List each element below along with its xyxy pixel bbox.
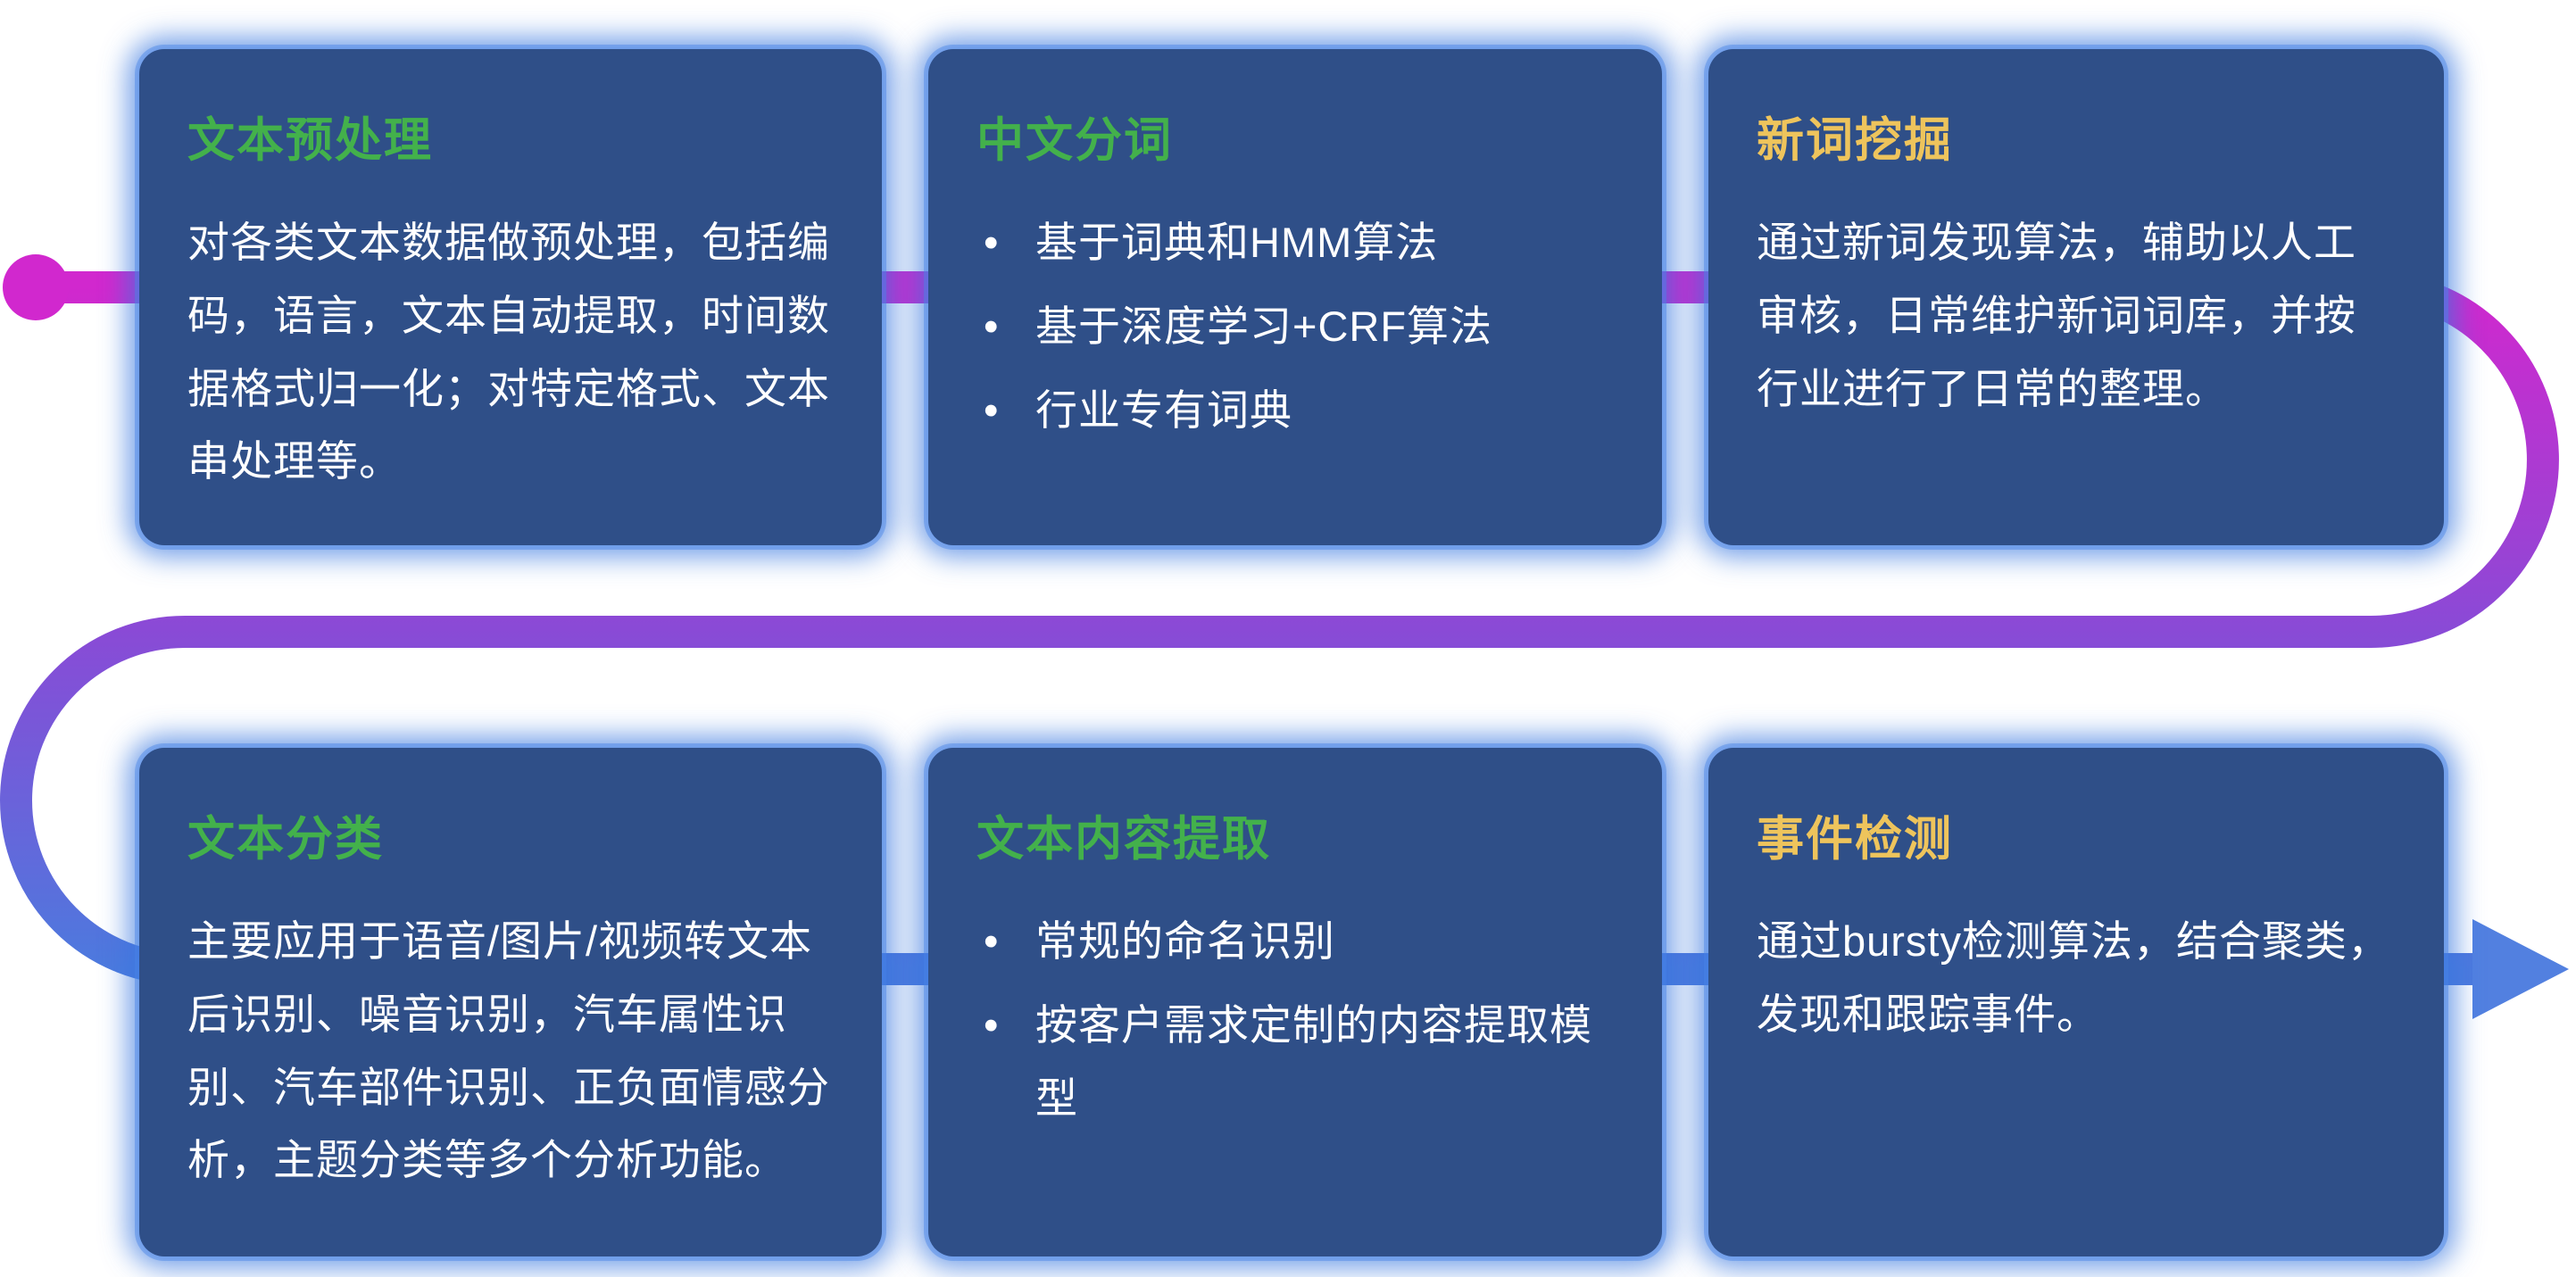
card-body: 对各类文本数据做预处理，包括编码，语言，文本自动提取，时间数据格式归一化；对特定… (187, 219, 830, 485)
card-title: 新词挖掘 (1757, 114, 1953, 167)
card-event-detection: 事件检测 通过bursty检测算法，结合聚类，发现和跟踪事件。 (1708, 748, 2444, 1256)
card-title: 文本内容提取 (976, 813, 1271, 866)
card-body: 主要应用于语音/图片/视频转文本后识别、噪音识别，汽车属性识别、汽车部件识别、正… (187, 917, 830, 1184)
bullet-item: 行业专有词典 (976, 374, 1614, 447)
card-text-preprocessing: 文本预处理 对各类文本数据做预处理，包括编码，语言，文本自动提取，时间数据格式归… (139, 49, 882, 545)
flow-start-dot (3, 254, 69, 320)
card-text-classification: 文本分类 主要应用于语音/图片/视频转文本后识别、噪音识别，汽车属性识别、汽车部… (139, 748, 882, 1256)
bullet-item: 基于词典和HMM算法 (976, 206, 1614, 279)
card-bullet-list: 基于词典和HMM算法 基于深度学习+CRF算法 行业专有词典 (976, 206, 1614, 446)
card-text-content-extraction: 文本内容提取 常规的命名识别 按客户需求定制的内容提取模型 (928, 748, 1662, 1256)
flow-path (0, 271, 2559, 985)
card-new-word-mining: 新词挖掘 通过新词发现算法，辅助以人工审核，日常维护新词词库，并按行业进行了日常… (1708, 49, 2444, 545)
card-body: 通过新词发现算法，辅助以人工审核，日常维护新词词库，并按行业进行了日常的整理。 (1757, 219, 2356, 412)
card-title: 文本预处理 (187, 114, 433, 167)
bullet-item: 按客户需求定制的内容提取模型 (976, 989, 1614, 1135)
bullet-item: 基于深度学习+CRF算法 (976, 290, 1614, 363)
bullet-item: 常规的命名识别 (976, 905, 1614, 978)
card-title: 事件检测 (1757, 813, 1953, 866)
card-chinese-word-segmentation: 中文分词 基于词典和HMM算法 基于深度学习+CRF算法 行业专有词典 (928, 49, 1662, 545)
card-bullet-list: 常规的命名识别 按客户需求定制的内容提取模型 (976, 905, 1614, 1134)
card-body: 通过bursty检测算法，结合聚类，发现和跟踪事件。 (1757, 917, 2390, 1038)
card-title: 文本分类 (187, 813, 384, 866)
card-title: 中文分词 (976, 114, 1173, 167)
flow-arrowhead-icon (2472, 919, 2569, 1019)
